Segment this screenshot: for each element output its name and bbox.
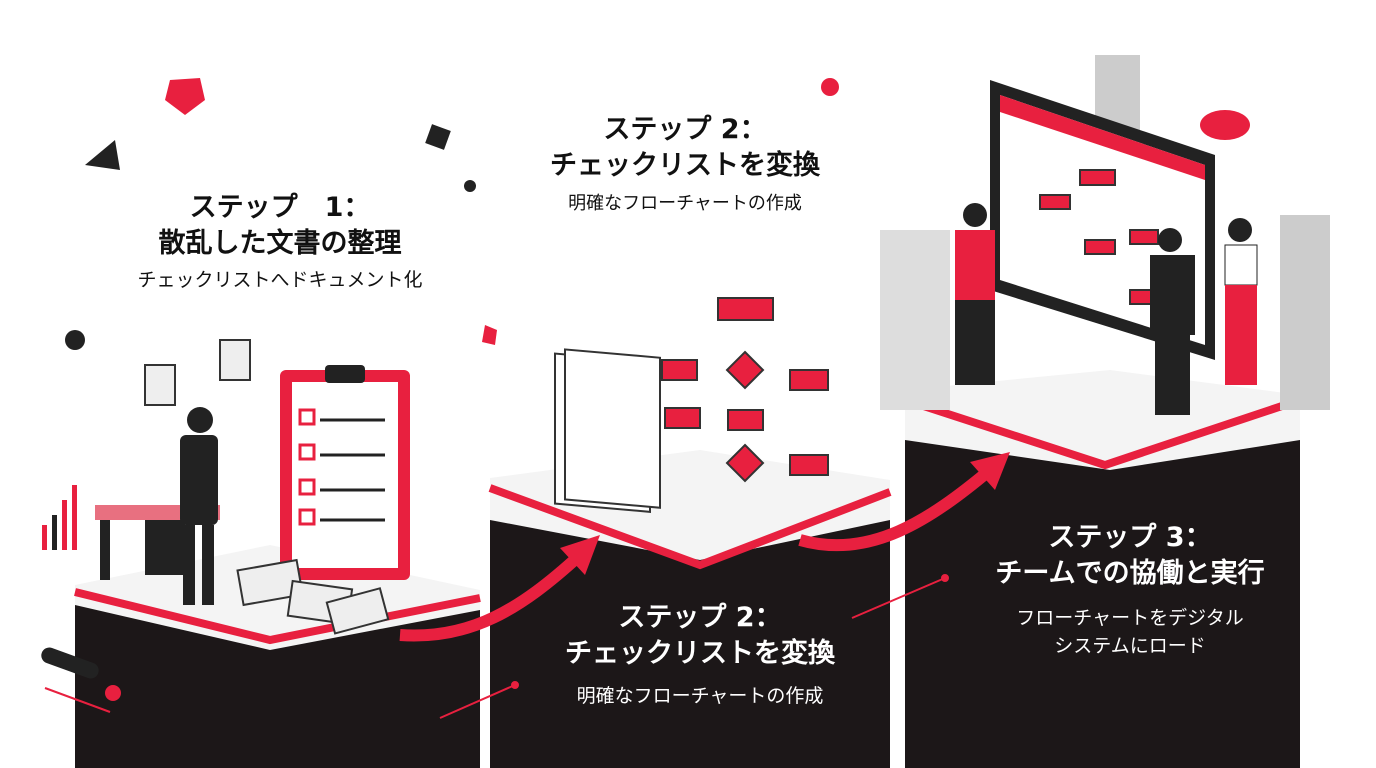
step2-title: ステップ 2： <box>618 602 782 633</box>
step2-top-heading: チェックリストを変換 <box>550 150 820 181</box>
step3-subtitle-line2: システムにロード <box>1054 635 1206 657</box>
connector-lines <box>439 574 949 719</box>
step1-heading: 散乱した文書の整理 <box>158 228 402 259</box>
arrow-head-icon <box>970 452 1010 490</box>
step3-title: ステップ 3： <box>1048 522 1212 553</box>
scattered-papers-icon <box>144 339 390 635</box>
clipboard-checklist-icon <box>280 365 410 580</box>
decorative-shapes <box>41 78 839 713</box>
person-organizing-icon <box>180 407 218 605</box>
step2-top-label: ステップ 2： チェックリストを変換 明確なフローチャートの作成 <box>520 112 850 218</box>
step2-top-subtitle: 明確なフローチャートの作成 <box>568 193 802 214</box>
step3-label: ステップ 3： チームでの協働と実行 フローチャートをデジタル システムにロード <box>960 520 1300 660</box>
step2-label: ステップ 2： チェックリストを変換 明確なフローチャートの作成 <box>530 600 870 710</box>
step1-title: ステップ 1： <box>189 192 371 223</box>
platform-step2 <box>488 450 892 768</box>
cloud-icon <box>1200 110 1250 140</box>
step3-heading: チームでの協働と実行 <box>995 558 1265 589</box>
step2-subtitle: 明確なフローチャートの作成 <box>576 685 824 707</box>
step1-label: ステップ 1： 散乱した文書の整理 チェックリストへドキュメント化 <box>100 190 460 294</box>
step2-heading: チェックリストを変換 <box>565 638 835 669</box>
flowchart-icon <box>661 297 829 483</box>
arrow-1-to-2 <box>399 550 585 642</box>
arrow-2-to-3 <box>798 465 994 552</box>
digital-board-icon <box>880 55 1330 410</box>
document-stack-icon <box>554 348 661 513</box>
arrow-head-icon <box>560 535 600 575</box>
step3-subtitle-line1: フローチャートをデジタル <box>1016 607 1244 629</box>
team-members-icon <box>955 203 1258 415</box>
step1-subtitle: チェックリストへドキュメント化 <box>137 269 423 291</box>
step2-top-title: ステップ 2： <box>603 114 767 145</box>
platform-step3 <box>903 370 1302 768</box>
